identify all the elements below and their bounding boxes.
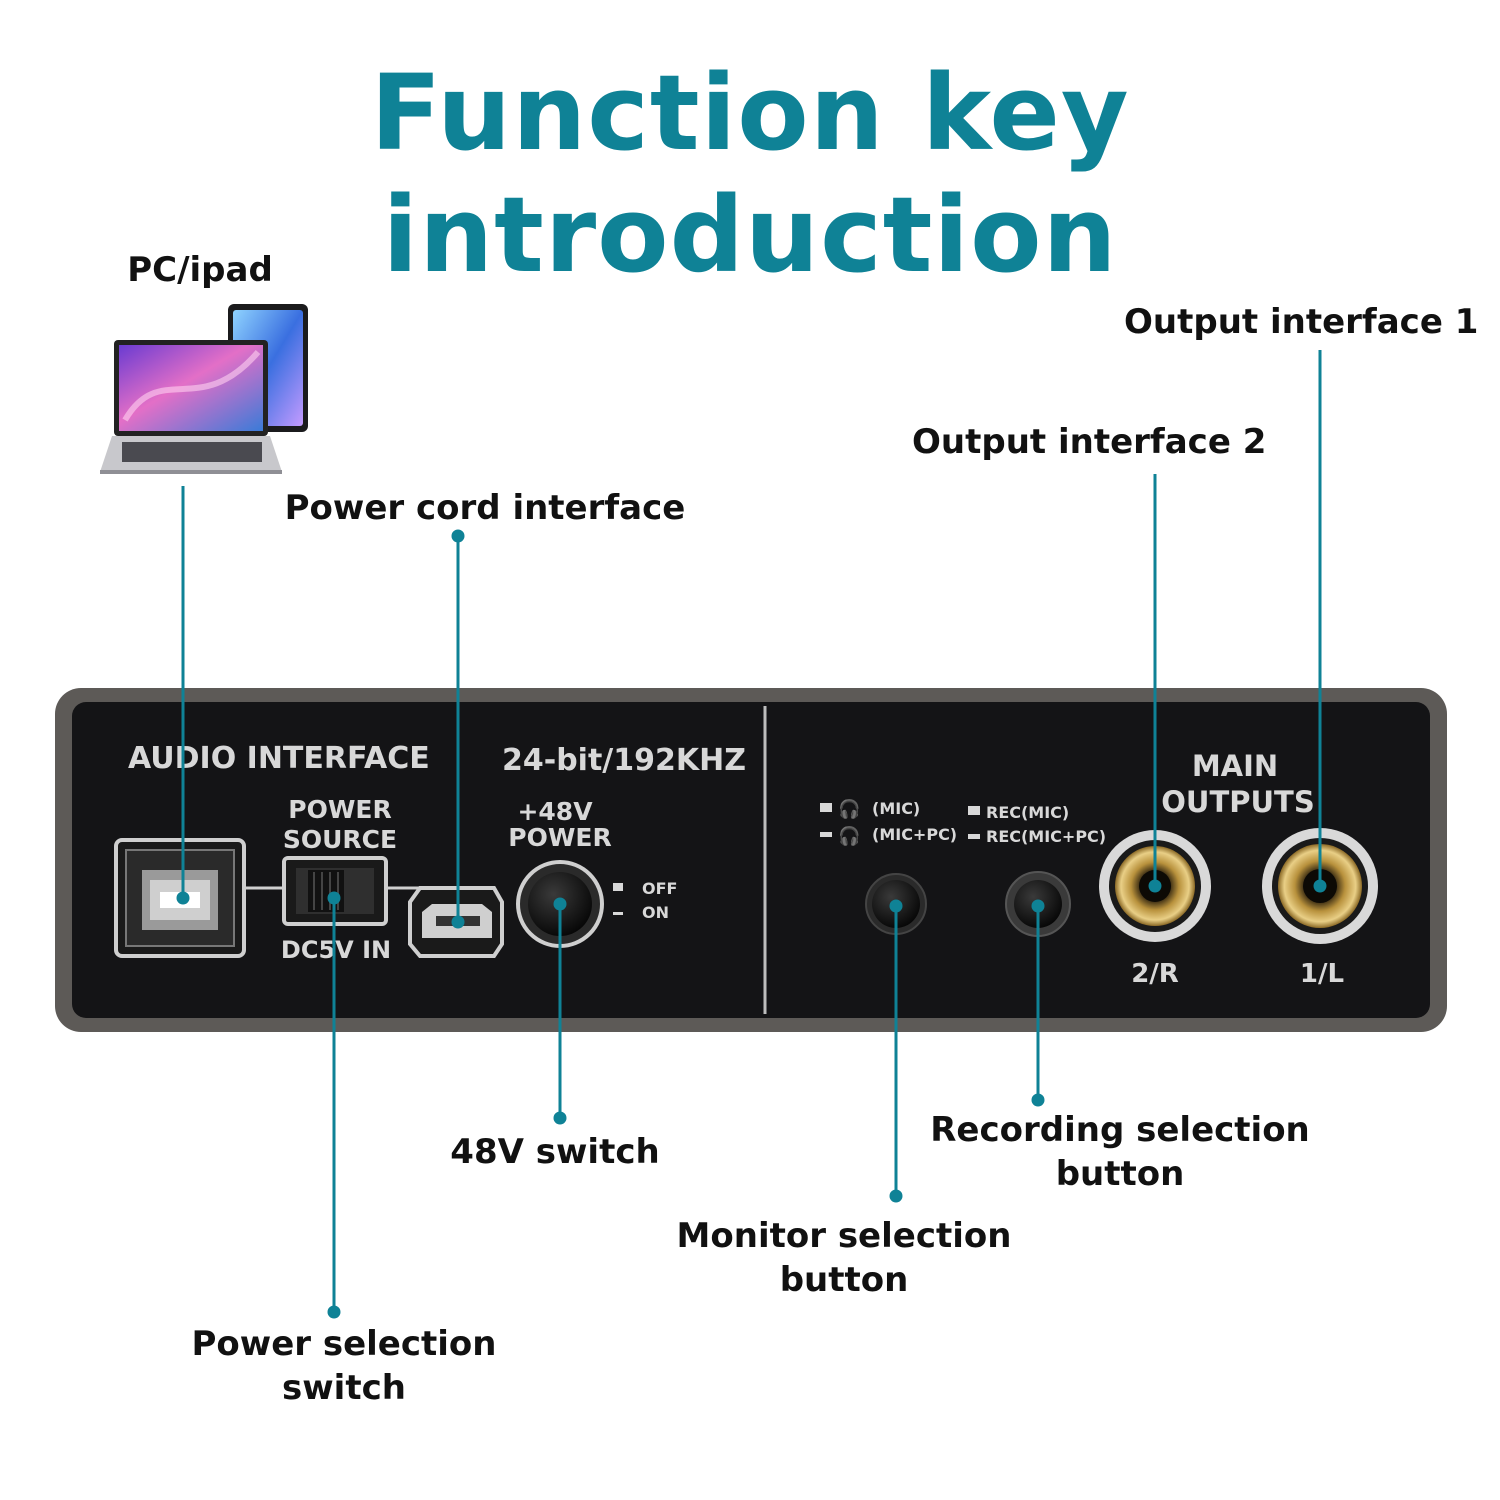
leader-output-2-dot xyxy=(1148,879,1162,893)
panel-mon-mic: (MIC) xyxy=(872,799,920,818)
panel-power-source-1: POWER xyxy=(288,795,391,824)
panel-mon-micpc: (MIC+PC) xyxy=(872,825,957,844)
panel-rec-mic: REC(MIC) xyxy=(986,803,1069,822)
panel-on: ON xyxy=(642,903,669,922)
rec-mic-marker xyxy=(968,806,980,815)
panel-power-source-2: SOURCE xyxy=(283,825,397,854)
callout-output-interface-2: Output interface 2 xyxy=(912,422,1267,462)
panel-main-1: MAIN xyxy=(1192,749,1278,783)
callout-48v-switch: 48V switch xyxy=(450,1132,660,1172)
panel-48v-1: +48V xyxy=(517,797,593,826)
monitor-line-2: button xyxy=(779,1260,909,1300)
leader-output-1-dot xyxy=(1313,879,1327,893)
callout-lines xyxy=(176,350,1327,1319)
callout-pc-ipad: PC/ipad xyxy=(127,250,273,290)
audio-interface-device: AUDIO INTERFACE 24-bit/192KHZ POWER SOUR… xyxy=(55,688,1447,1032)
panel-out-2r: 2/R xyxy=(1131,959,1179,989)
callout-output-interface-1: Output interface 1 xyxy=(1124,302,1479,342)
callout-recording-selection: Recording selection button xyxy=(920,1108,1320,1196)
page-title: Function key introduction xyxy=(370,52,1130,296)
monitor-line-1: Monitor selection xyxy=(676,1216,1012,1256)
panel-main-2: OUTPUTS xyxy=(1161,785,1314,819)
rec-micpc-marker xyxy=(968,834,980,839)
leader-recording-start xyxy=(1031,899,1045,913)
on-marker xyxy=(613,912,623,915)
panel-48v-2: POWER xyxy=(508,823,611,852)
panel-dc-in: DC5V IN xyxy=(281,936,391,964)
leader-monitor-dot xyxy=(889,1189,903,1203)
laptop-keyboard xyxy=(122,442,262,462)
panel-rec-micpc: REC(MIC+PC) xyxy=(986,827,1106,846)
off-marker xyxy=(613,883,623,891)
mon-micpc-marker xyxy=(820,832,832,837)
screen-swirl xyxy=(122,350,261,422)
leader-48v-start xyxy=(553,897,567,911)
recording-line-2: button xyxy=(1055,1154,1185,1194)
leader-48v-dot xyxy=(553,1111,567,1125)
pc-ipad-illustration xyxy=(100,304,308,474)
leader-power-cord-dot xyxy=(451,529,465,543)
leader-power-switch-dot xyxy=(327,1305,341,1319)
recording-line-1: Recording selection xyxy=(930,1110,1310,1150)
panel-off: OFF xyxy=(642,879,677,898)
leader-power-cord-end xyxy=(451,915,465,929)
leader-power-switch-start xyxy=(327,891,341,905)
callout-power-cord-interface: Power cord interface xyxy=(284,488,686,528)
headphone-icon: 🎧 xyxy=(838,825,860,847)
headphone-icon: 🎧 xyxy=(838,798,860,820)
mon-mic-marker xyxy=(820,803,832,812)
leader-monitor-start xyxy=(889,899,903,913)
power-selection-line-2: switch xyxy=(282,1368,406,1408)
power-selection-line-1: Power selection xyxy=(191,1324,497,1364)
callout-monitor-selection: Monitor selection button xyxy=(664,1214,1024,1302)
panel-out-1l: 1/L xyxy=(1300,959,1344,989)
panel-bit-rate: 24-bit/192KHZ xyxy=(502,743,746,778)
leader-usb-dot xyxy=(176,891,190,905)
leader-recording-dot xyxy=(1031,1093,1045,1107)
panel-audio-interface: AUDIO INTERFACE xyxy=(128,741,430,776)
callout-power-selection: Power selection switch xyxy=(174,1322,514,1410)
laptop-edge xyxy=(100,470,282,474)
